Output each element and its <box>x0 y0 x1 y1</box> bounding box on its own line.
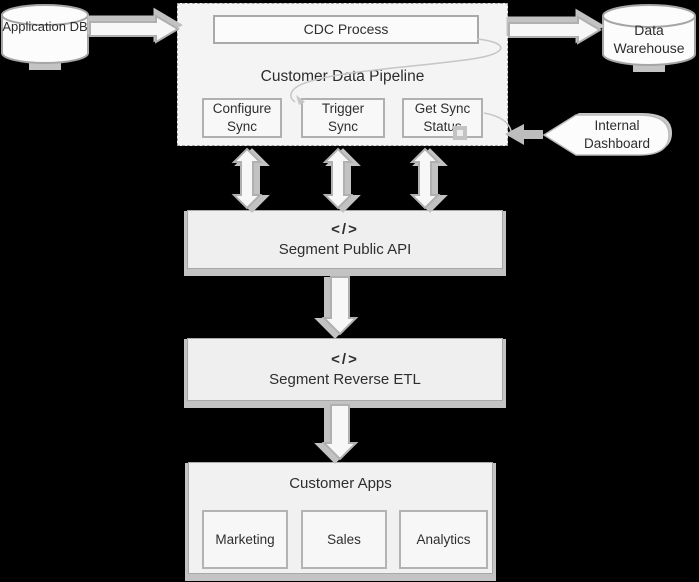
data-warehouse-label: Data Warehouse <box>613 22 685 57</box>
arrow-bidirectional-configure <box>231 147 270 213</box>
segment-public-api-box: </> Segment Public API <box>187 210 503 269</box>
trigger-sync-label: Trigger Sync <box>321 101 365 134</box>
customer-apps-container: Customer Apps Marketing Sales Analytics <box>188 462 493 574</box>
data-warehouse-node: Data Warehouse <box>601 2 697 76</box>
configure-sync-box: Configure Sync <box>202 98 282 138</box>
application-db-node: Application DB <box>0 2 90 74</box>
sales-label: Sales <box>327 532 361 547</box>
pipeline-title: Customer Data Pipeline <box>260 68 425 85</box>
cdc-process-label: CDC Process <box>303 21 389 38</box>
get-sync-status-box: Get Sync Status <box>402 98 483 138</box>
analytics-label: Analytics <box>416 532 471 547</box>
get-sync-status-label: Get Sync Status <box>414 101 471 134</box>
configure-sync-label: Configure Sync <box>212 101 272 134</box>
arrow-bidirectional-status <box>409 147 448 213</box>
cdc-process-box: CDC Process <box>213 15 479 44</box>
customer-apps-title: Customer Apps <box>289 475 392 492</box>
arrow-appdb-to-pipeline <box>87 7 183 44</box>
segment-reverse-etl-label: Segment Reverse ETL <box>269 371 421 388</box>
marketing-box: Marketing <box>202 510 288 569</box>
internal-dashboard-node: Internal Dashboard <box>542 112 672 158</box>
hexagon-shape <box>542 113 672 156</box>
internal-dashboard-label: Internal Dashboard <box>583 117 651 151</box>
arrow-reverse-etl-to-apps <box>314 404 359 464</box>
database-icon <box>602 4 696 72</box>
arrow-pipeline-to-warehouse <box>506 8 605 45</box>
sales-box: Sales <box>301 510 387 569</box>
arrow-bidirectional-trigger <box>322 147 361 213</box>
segment-reverse-etl-box: </> Segment Reverse ETL <box>187 338 503 401</box>
code-icon: </> <box>331 351 359 368</box>
code-icon: </> <box>331 221 359 238</box>
customer-data-pipeline-container: CDC Process Customer Data Pipeline Confi… <box>177 3 508 146</box>
database-icon <box>0 4 89 70</box>
trigger-sync-box: Trigger Sync <box>301 98 385 138</box>
analytics-box: Analytics <box>399 510 488 569</box>
marketing-label: Marketing <box>215 532 275 547</box>
segment-public-api-label: Segment Public API <box>278 241 412 258</box>
arrow-api-to-reverse-etl <box>314 276 359 339</box>
application-db-label: Application DB <box>2 19 88 34</box>
